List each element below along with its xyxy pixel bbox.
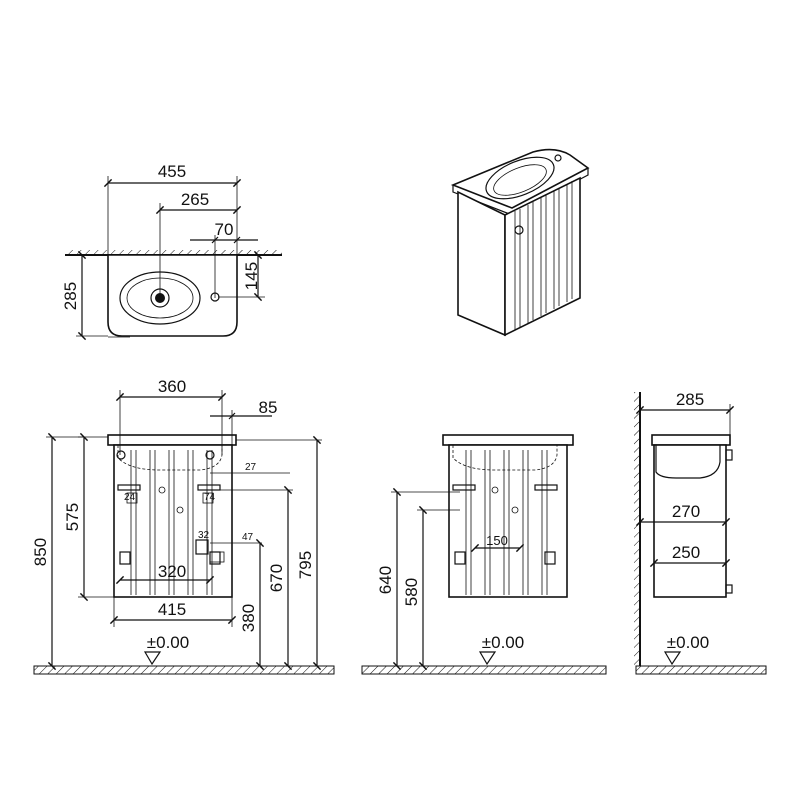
dim-27-label: 27 [245,462,257,473]
middle-view: 150 640 580 ±0.00 [361,434,607,675]
total-850-label: 850 [31,538,50,566]
iso-knob [514,225,524,235]
height-640-label: 640 [376,566,395,594]
iso-front [504,176,581,337]
dim-24-label: 24 [124,492,136,503]
side-view: 285 270 250 ±0.00 [634,390,767,675]
hole-145-label: 145 [242,262,261,290]
side-depth-250-label: 250 [672,543,700,562]
side-cabinet [653,444,727,598]
iso-flutes [514,181,573,330]
mid-flutes [465,450,548,595]
top-width-360-label: 360 [158,377,186,396]
width-455-label: 455 [158,162,186,181]
front-top-slab [107,434,237,446]
height-380-label: 380 [239,604,258,632]
front-flutes [130,450,213,595]
front-view: 360 85 27 24 74 32 47 320 415 575 850 [31,377,335,675]
dim-32-label: 32 [198,530,210,541]
top-view: 455 265 70 145 285 [61,162,282,341]
dim-150-label: 150 [486,533,508,548]
side-top-slab [651,434,731,446]
mid-cabinet [448,444,568,598]
bottom-width-415-label: 415 [158,600,186,619]
isometric-view [450,148,590,337]
iso-bowl [485,156,555,200]
dim-320-label: 320 [158,562,186,581]
floor-label-left: ±0.00 [147,633,189,652]
iso-side [457,190,506,337]
side-depth-270-label: 270 [672,502,700,521]
depth-285-label: 285 [61,282,80,310]
cabinet-575-label: 575 [63,503,82,531]
dim-47-label: 47 [242,532,254,543]
side-basin-profile [655,445,721,479]
height-670-label: 670 [267,564,286,592]
height-795-label: 795 [296,551,315,579]
side-depth-285-label: 285 [676,390,704,409]
tap-hole-70-label: 70 [215,220,234,239]
tap-offset-265-label: 265 [181,190,209,209]
mid-top-slab [442,434,574,446]
height-580-label: 580 [402,578,421,606]
dim-74-label: 74 [204,492,216,503]
floor-label-right: ±0.00 [667,633,709,652]
iso-top [450,148,590,209]
floor-label-middle: ±0.00 [482,633,524,652]
side-offset-85-label: 85 [259,398,278,417]
